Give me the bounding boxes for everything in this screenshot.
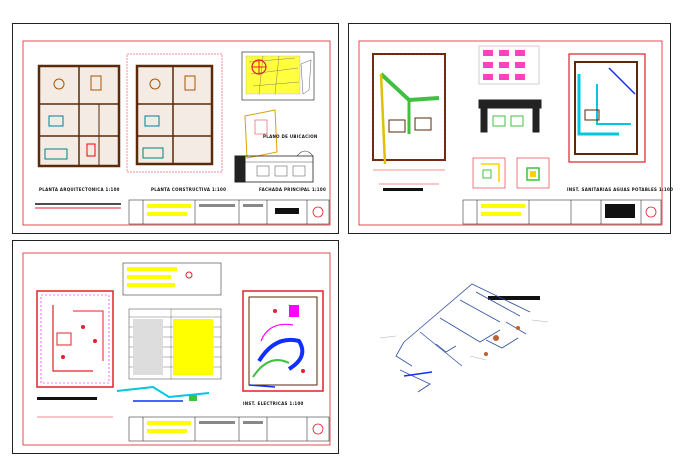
sanitary-plan-right xyxy=(568,53,646,163)
caption-plano-ubicacion: PLANO DE UBICACION xyxy=(263,134,318,139)
caption-planta-arquitectonica: PLANTA ARQUITECTONICA 1:100 xyxy=(39,187,120,192)
caption-planta-constructiva: PLANTA CONSTRUCTIVA 1:100 xyxy=(151,187,227,192)
drawing-sheet-sanitary: INST. SANITARIAS AGUAS POTABLES 1:100 xyxy=(348,23,674,234)
title-block xyxy=(128,199,330,225)
sanitary-plan-left xyxy=(372,53,446,191)
electrical-drawing xyxy=(22,252,331,446)
floor-plan-constructiva xyxy=(126,53,223,173)
title-block xyxy=(128,416,330,442)
electrical-plan-right xyxy=(242,290,324,392)
scale-bar xyxy=(35,203,121,209)
title-block xyxy=(462,199,662,225)
location-map xyxy=(241,51,315,159)
electrical-plan-left xyxy=(36,290,114,418)
caption-inst-electricas: INST. ELECTRICAS 1:100 xyxy=(243,401,304,406)
sanitary-drawing xyxy=(358,40,663,226)
drawing-sheet-electrical: INST. ELECTRICAS 1:100 xyxy=(12,240,339,454)
caption-inst-sanitarias: INST. SANITARIAS AGUAS POTABLES 1:100 xyxy=(567,187,674,192)
facade xyxy=(234,150,314,183)
floor-plan-arquitectonica xyxy=(37,64,121,168)
tank-elevation xyxy=(478,99,542,133)
architectural-drawing xyxy=(22,40,331,226)
caption-fachada-principal: FACHADA PRINCIPAL 1:100 xyxy=(259,187,327,192)
sanitary-legend xyxy=(478,45,540,85)
drawing-sheet-architectural: PLANTA ARQUITECTONICA 1:100 PLANTA CONST… xyxy=(12,23,339,234)
electrical-legend xyxy=(116,262,222,402)
sanitary-details xyxy=(472,157,550,189)
